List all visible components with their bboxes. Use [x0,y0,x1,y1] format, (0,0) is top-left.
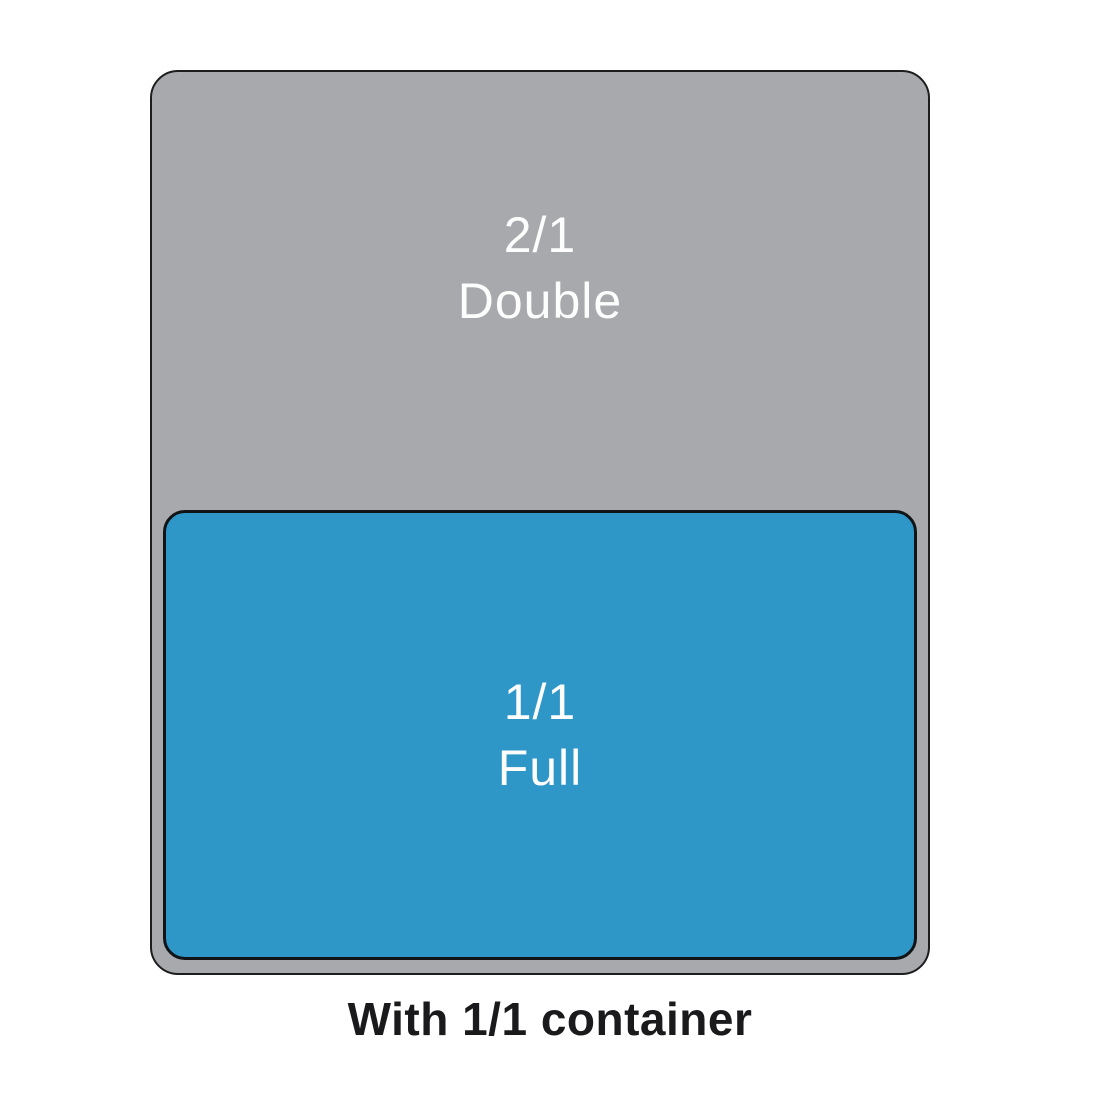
double-pan-label: 2/1 Double [152,202,928,334]
full-pan-label: 1/1 Full [498,669,583,801]
double-pan-size: 2/1 [503,207,577,263]
double-pan: 2/1 Double 1/1 Full [150,70,930,975]
full-pan-size: 1/1 [503,674,577,730]
full-pan: 1/1 Full [163,510,917,960]
double-pan-name: Double [457,273,623,329]
caption: With 1/1 container [347,993,753,1045]
full-pan-name: Full [497,740,583,796]
